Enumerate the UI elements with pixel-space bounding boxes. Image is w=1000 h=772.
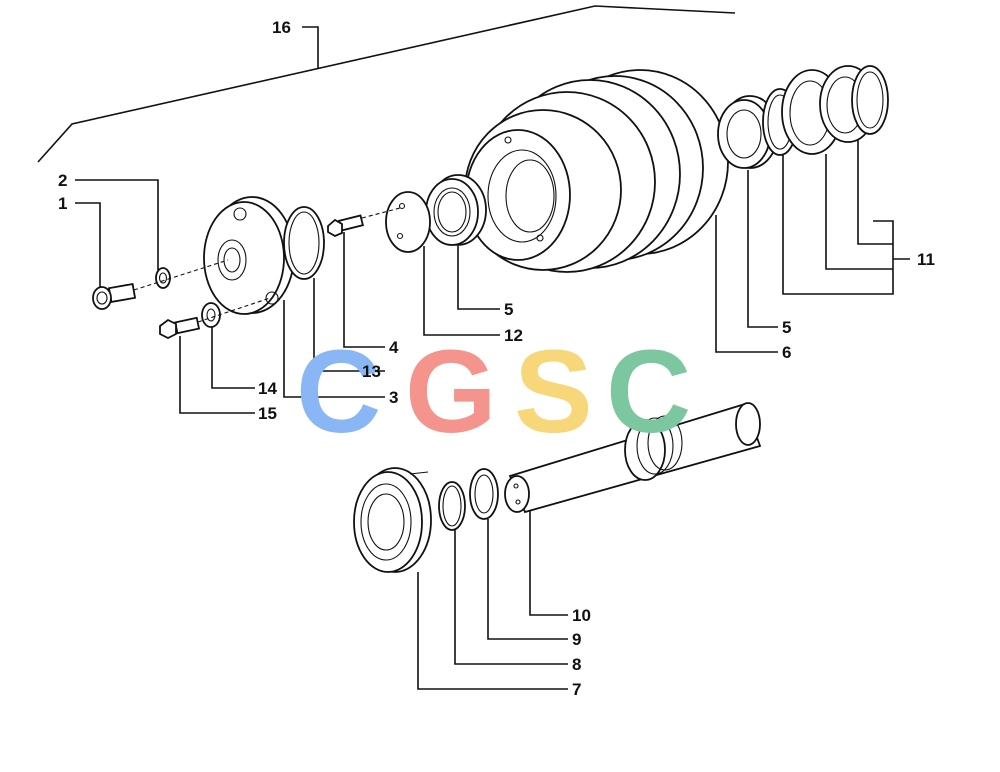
watermark: C G S C: [296, 326, 691, 458]
callout-14: 14: [258, 379, 277, 398]
callout-9: 9: [572, 630, 581, 649]
watermark-letter-2: G: [405, 326, 497, 458]
callout-7: 7: [572, 680, 581, 699]
retaining-ring: [469, 468, 499, 520]
washer-flat: [201, 302, 221, 328]
shaft: [504, 402, 762, 514]
bolt-hex: [159, 316, 201, 340]
callout-13: 13: [362, 362, 381, 381]
callout-4: 4: [389, 338, 399, 357]
callout-8: 8: [572, 655, 581, 674]
flange: [203, 196, 295, 315]
callout-16: 16: [272, 18, 291, 37]
assembly-bracket-16: [37, 5, 736, 163]
end-cap: [353, 467, 432, 573]
callout-15: 15: [258, 404, 277, 423]
bolt-cover: [327, 214, 364, 238]
watermark-letter-4: C: [606, 326, 691, 458]
callout-5-right: 5: [782, 318, 791, 337]
watermark-letter-1: C: [296, 326, 381, 458]
washer-small: [155, 267, 171, 289]
callout-2: 2: [58, 171, 67, 190]
cover-plate: [385, 191, 431, 253]
roller-body: [464, 69, 729, 273]
callout-10: 10: [572, 606, 591, 625]
leader-lines: [75, 140, 910, 690]
watermark-letter-3: S: [514, 326, 593, 458]
o-ring-small: [438, 481, 466, 531]
bearing-left: [425, 174, 487, 246]
callout-3: 3: [389, 388, 398, 407]
o-ring: [283, 206, 325, 280]
callout-6: 6: [782, 343, 791, 362]
callout-5-left: 5: [504, 300, 513, 319]
callout-1: 1: [58, 194, 67, 213]
callout-11: 11: [917, 250, 935, 269]
bolt-socket-head: [92, 282, 137, 310]
callout-12: 12: [504, 326, 523, 345]
callout-labels: 1 2 3 4 5 5 6 7 8 9 10 11 12 13 14 15 16: [58, 18, 935, 699]
seal-group: [762, 65, 889, 156]
